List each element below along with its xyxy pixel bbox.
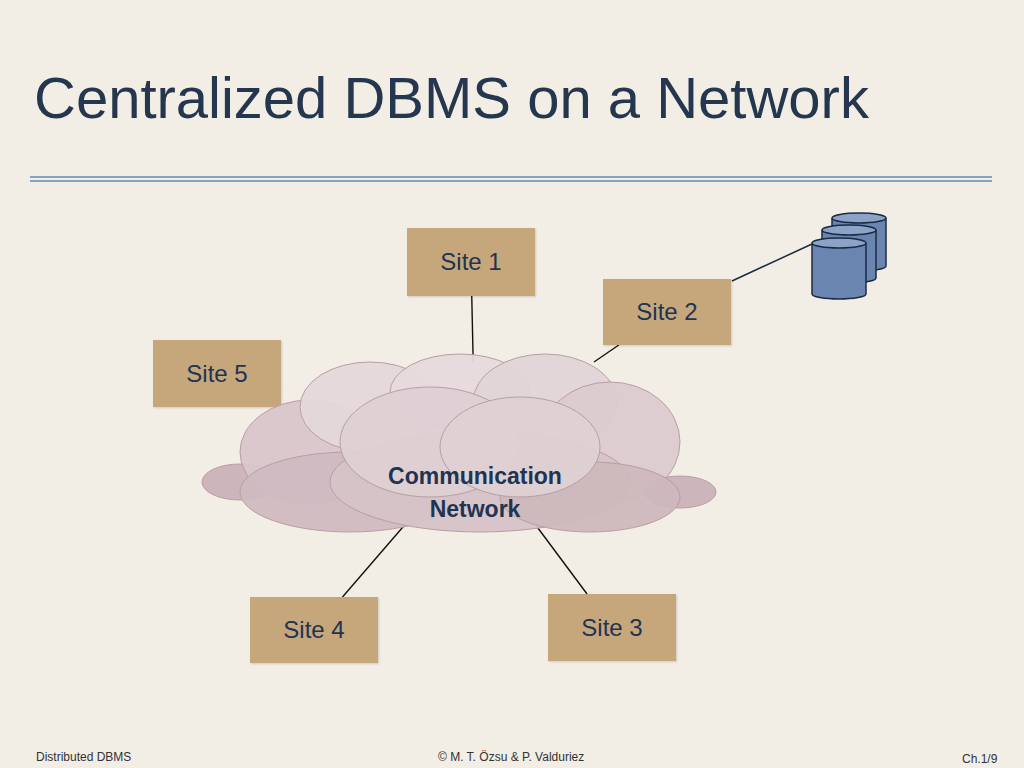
network-link bbox=[536, 525, 587, 594]
site-label: Site 5 bbox=[186, 360, 247, 388]
site-box: Site 5 bbox=[153, 340, 281, 407]
site-label: Site 1 bbox=[440, 248, 501, 276]
site-box: Site 1 bbox=[407, 228, 535, 296]
footer-text: Distributed DBMS bbox=[36, 750, 131, 764]
slide-title: Centralized DBMS on a Network bbox=[34, 66, 869, 130]
title-rule bbox=[30, 180, 992, 182]
title-rule bbox=[30, 176, 992, 178]
site-label: Site 3 bbox=[581, 614, 642, 642]
footer-text: © M. T. Özsu & P. Valduriez bbox=[438, 750, 584, 764]
footer-text: Ch.1/9 bbox=[962, 752, 997, 766]
network-link bbox=[342, 525, 404, 597]
database-symbol bbox=[812, 213, 886, 299]
site-box: Site 4 bbox=[250, 597, 378, 663]
site-label: Site 2 bbox=[636, 298, 697, 326]
site-box: Site 2 bbox=[603, 279, 731, 345]
site-label: Site 4 bbox=[283, 616, 344, 644]
site-box: Site 3 bbox=[548, 594, 676, 661]
network-label: Communication Network bbox=[365, 460, 585, 527]
network-link bbox=[472, 296, 473, 362]
network-link bbox=[594, 345, 619, 362]
leader-line bbox=[732, 244, 812, 281]
network-cloud: Communication Network bbox=[250, 362, 700, 525]
